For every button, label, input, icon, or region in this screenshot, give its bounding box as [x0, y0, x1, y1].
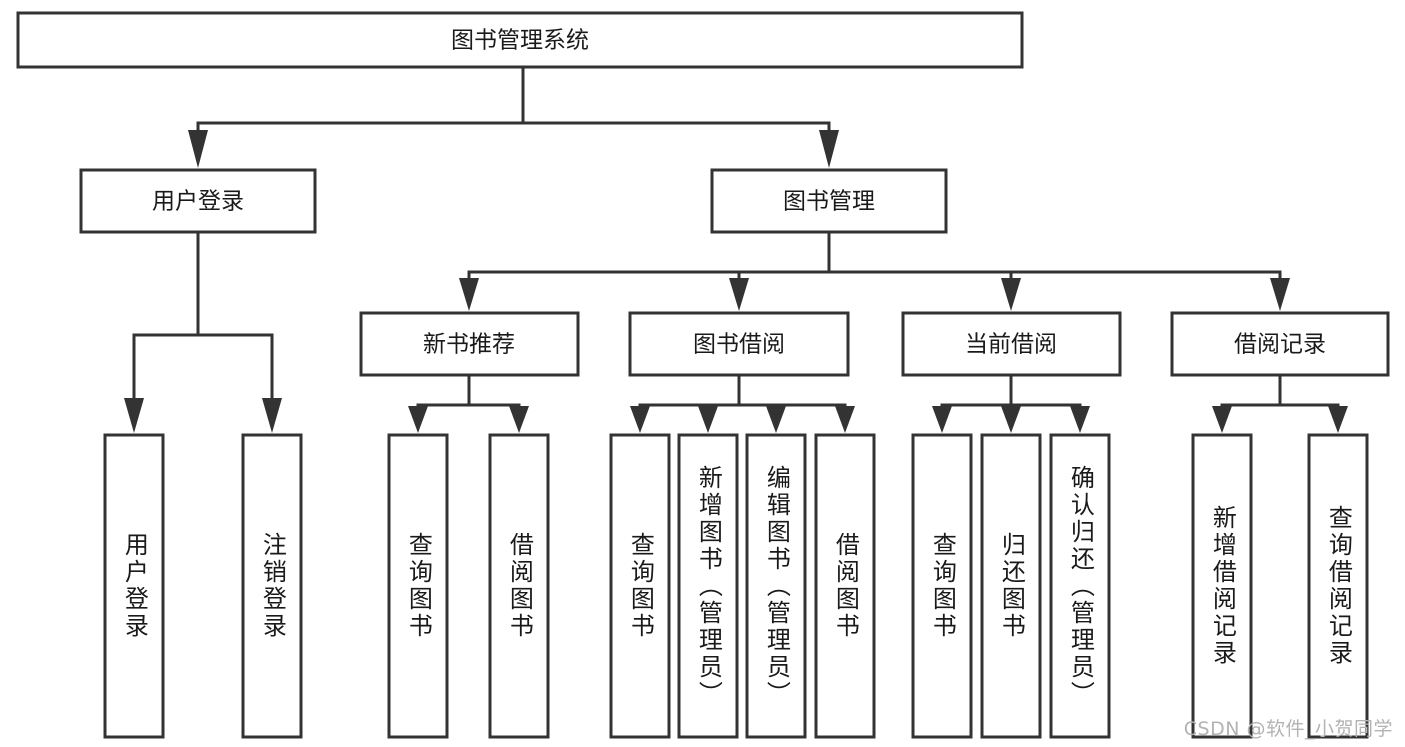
node-new-book-recommend-label: 新书推荐 [423, 332, 515, 358]
node-borrow-record-label: 借阅记录 [1234, 332, 1326, 358]
leaf-nb-borrow-book-label: 借阅图书 [505, 532, 534, 640]
arrow-head-borrow-record [1270, 278, 1290, 311]
leaf-user-login[interactable]: 用户登录 [103, 433, 165, 739]
arrow-head-bb-leaf-3 [766, 406, 786, 433]
node-new-book-recommend[interactable]: 新书推荐 [359, 311, 580, 377]
leaf-cb-confirm-return-label: 确认归还（管理员） [1066, 464, 1095, 708]
leaf-cb-return-book-box [980, 433, 1042, 739]
leaf-logout-label: 注销登录 [258, 532, 287, 640]
node-book-management-box [710, 168, 948, 234]
node-borrow-record-box [1170, 311, 1390, 377]
node-current-borrow-label: 当前借阅 [965, 332, 1057, 358]
leaf-bb-query-book-box [609, 433, 671, 739]
node-book-management-label: 图书管理 [783, 189, 875, 215]
connector-group-root-to-level2 [188, 65, 839, 168]
arrow-head-leaf-logout [262, 398, 282, 433]
leaf-bb-add-book[interactable]: 新增图书（管理员） [677, 433, 739, 739]
connector-group-bookborrow-to-leaves [630, 373, 855, 433]
arrow-head-nb-leaf-1 [408, 406, 428, 433]
leaf-bb-edit-book[interactable]: 编辑图书（管理员） [745, 433, 807, 739]
leaf-bb-edit-book-box [745, 433, 807, 739]
arrow-head-current-borrow [1001, 278, 1021, 311]
leaf-cb-query-book[interactable]: 查询图书 [911, 433, 973, 739]
arrow-head-new-book [459, 278, 479, 311]
node-book-borrow-box [628, 311, 850, 377]
arrow-head-br-leaf-2 [1328, 406, 1348, 433]
node-book-borrow[interactable]: 图书借阅 [628, 311, 850, 377]
connector-group-newbook-to-leaves [408, 373, 529, 433]
leaf-br-query-record-label: 查询借阅记录 [1324, 505, 1353, 667]
leaf-nb-query-book-box [387, 433, 449, 739]
leaf-cb-return-book-label: 归还图书 [997, 532, 1026, 640]
arrow-head-nb-leaf-2 [509, 406, 529, 433]
leaf-cb-return-book[interactable]: 归还图书 [980, 433, 1042, 739]
arrow-head-br-leaf-1 [1212, 406, 1232, 433]
connector-group-bookmanage-to-level3 [459, 230, 1290, 311]
leaf-cb-query-book-box [911, 433, 973, 739]
arrow-head-bb-leaf-1 [630, 406, 650, 433]
leaf-bb-query-book[interactable]: 查询图书 [609, 433, 671, 739]
node-root-box [16, 11, 1024, 69]
leaf-nb-borrow-book-box [488, 433, 550, 739]
leaf-cb-confirm-return[interactable]: 确认归还（管理员） [1049, 433, 1111, 739]
leaf-br-query-record[interactable]: 查询借阅记录 [1307, 433, 1369, 739]
leaf-bb-borrow-book[interactable]: 借阅图书 [814, 433, 876, 739]
node-root-system[interactable]: 图书管理系统 [16, 11, 1024, 69]
node-new-book-recommend-box [359, 311, 580, 377]
leaf-nb-query-book[interactable]: 查询图书 [387, 433, 449, 739]
node-root-label: 图书管理系统 [451, 28, 589, 54]
node-borrow-record[interactable]: 借阅记录 [1170, 311, 1390, 377]
connector-group-userlogin-to-leaves [124, 230, 282, 433]
leaf-cb-confirm-return-box [1049, 433, 1111, 739]
arrow-head-user-login [188, 130, 208, 168]
leaf-br-add-record-label: 新增借阅记录 [1208, 505, 1237, 667]
leaf-bb-query-book-label: 查询图书 [626, 532, 655, 640]
leaf-cb-query-book-label: 查询图书 [928, 532, 957, 640]
leaf-br-add-record-box [1191, 433, 1253, 739]
node-current-borrow[interactable]: 当前借阅 [901, 311, 1122, 377]
node-book-borrow-label: 图书借阅 [693, 332, 785, 358]
leaf-nb-borrow-book[interactable]: 借阅图书 [488, 433, 550, 739]
leaf-br-add-record[interactable]: 新增借阅记录 [1191, 433, 1253, 739]
leaf-bb-edit-book-label: 编辑图书（管理员） [762, 464, 791, 708]
arrow-head-bb-leaf-2 [698, 406, 718, 433]
arrow-head-cb-leaf-3 [1070, 406, 1090, 433]
connector-group-currentborrow-to-leaves [932, 373, 1090, 433]
leaf-bb-borrow-book-label: 借阅图书 [831, 532, 860, 640]
leaf-logout[interactable]: 注销登录 [241, 433, 303, 739]
node-book-management[interactable]: 图书管理 [710, 168, 948, 234]
leaf-user-login-label: 用户登录 [120, 532, 149, 640]
leaf-bb-add-book-box [677, 433, 739, 739]
leaf-bb-add-book-label: 新增图书（管理员） [694, 464, 723, 708]
leaf-bb-borrow-book-box [814, 433, 876, 739]
arrow-head-leaf-user-login [124, 398, 144, 433]
leaf-user-login-box [103, 433, 165, 739]
arrow-head-cb-leaf-2 [1001, 406, 1021, 433]
leaf-logout-box [241, 433, 303, 739]
arrow-head-cb-leaf-1 [932, 406, 952, 433]
leaf-nb-query-book-label: 查询图书 [404, 532, 433, 640]
node-current-borrow-box [901, 311, 1122, 377]
arrow-head-book-borrow [729, 278, 749, 311]
node-user-login-box [79, 168, 317, 234]
arrow-head-bb-leaf-4 [835, 406, 855, 433]
node-user-login[interactable]: 用户登录 [79, 168, 317, 234]
arrow-head-book-manage [819, 130, 839, 168]
leaf-br-query-record-box [1307, 433, 1369, 739]
node-user-login-label: 用户登录 [152, 189, 244, 215]
connector-group-borrowrecord-to-leaves [1212, 373, 1348, 433]
